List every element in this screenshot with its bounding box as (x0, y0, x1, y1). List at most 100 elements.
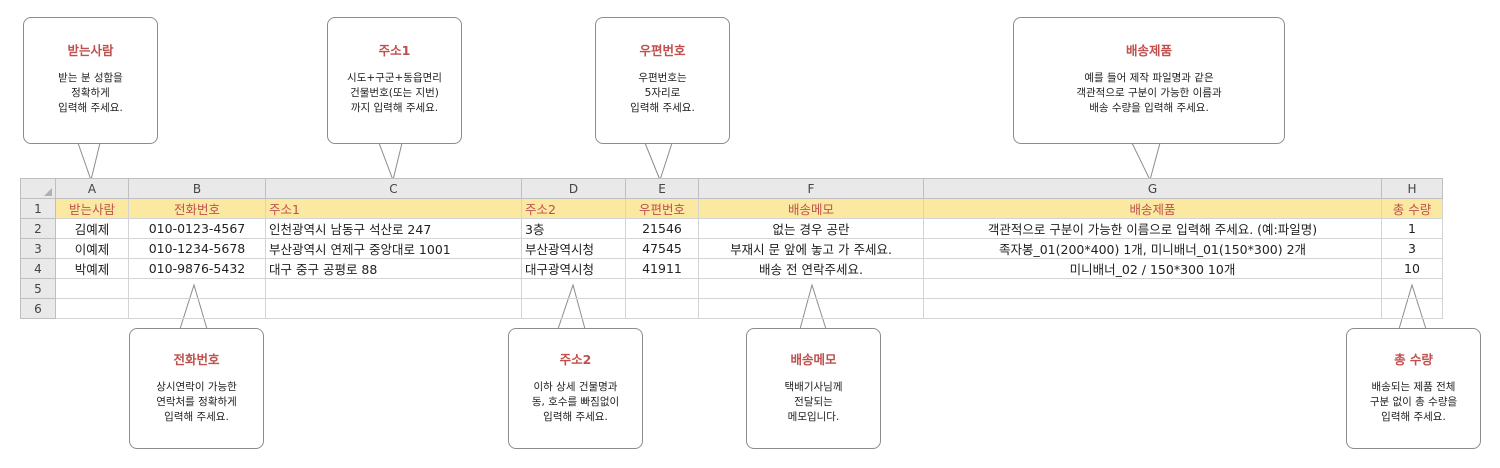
cell[interactable]: 박예제 (55, 258, 129, 279)
cell[interactable] (625, 298, 699, 319)
row-header[interactable]: 4 (20, 258, 56, 279)
callout-title: 주소1 (378, 43, 411, 58)
cell[interactable]: 김예제 (55, 218, 129, 239)
row-header[interactable]: 2 (20, 218, 56, 239)
cell[interactable] (698, 298, 924, 319)
cell[interactable] (625, 278, 699, 299)
cell[interactable]: 없는 경우 공란 (698, 218, 924, 239)
cell[interactable]: 부산광역시 연제구 중앙대로 1001 (265, 238, 522, 259)
cell-header-memo[interactable]: 배송메모 (698, 198, 924, 219)
callout-address1: 주소1 시도+구군+동읍면리 건물번호(또는 지번) 까지 입력해 주세요. (327, 17, 462, 144)
cell[interactable]: 41911 (625, 258, 699, 279)
column-header-c[interactable]: C (265, 178, 522, 199)
cell[interactable]: 대구광역시청 (521, 258, 626, 279)
callout-line: 입력해 주세요. (1381, 411, 1446, 423)
table-row: 5 (20, 278, 1443, 299)
column-header-d[interactable]: D (521, 178, 626, 199)
table-row: 3 이예제 010-1234-5678 부산광역시 연제구 중앙대로 1001 … (20, 238, 1443, 259)
cell-header-product[interactable]: 배송제품 (923, 198, 1382, 219)
callout-line: 받는 분 성함을 (58, 72, 123, 84)
cell[interactable] (265, 278, 522, 299)
column-header-h[interactable]: H (1381, 178, 1443, 199)
pointer-address1 (378, 142, 403, 182)
select-all-corner[interactable] (20, 178, 56, 199)
cell[interactable]: 3 (1381, 238, 1443, 259)
cell[interactable] (1381, 298, 1443, 319)
callout-line: 입력해 주세요. (164, 411, 229, 423)
cell[interactable]: 미니배너_02 / 150*300 10개 (923, 258, 1382, 279)
callout-title: 배송메모 (790, 352, 837, 367)
cell[interactable]: 족자봉_01(200*400) 1개, 미니배너_01(150*300) 2개 (923, 238, 1382, 259)
cell[interactable] (698, 278, 924, 299)
cell[interactable]: 부산광역시청 (521, 238, 626, 259)
cell-header-quantity[interactable]: 총 수량 (1381, 198, 1443, 219)
cell[interactable]: 객관적으로 구분이 가능한 이름으로 입력해 주세요. (예:파일명) (923, 218, 1382, 239)
cell[interactable]: 010-0123-4567 (128, 218, 266, 239)
column-header-row: A B C D E F G H (20, 178, 1443, 199)
table-row: 6 (20, 298, 1443, 319)
callout-line: 동, 호수를 빠짐없이 (531, 396, 620, 408)
callout-body: 배송되는 제품 전체 구분 없이 총 수량을 입력해 주세요. (1351, 380, 1476, 425)
column-header-e[interactable]: E (625, 178, 699, 199)
callout-line: 정확하게 (71, 87, 110, 99)
cell[interactable]: 010-9876-5432 (128, 258, 266, 279)
cell[interactable]: 배송 전 연락주세요. (698, 258, 924, 279)
column-header-b[interactable]: B (128, 178, 266, 199)
cell-header-postcode[interactable]: 우편번호 (625, 198, 699, 219)
cell-header-address1[interactable]: 주소1 (265, 198, 522, 219)
row-header[interactable]: 5 (20, 278, 56, 299)
cell[interactable]: 1 (1381, 218, 1443, 239)
callout-address2: 주소2 이하 상세 건물명과 동, 호수를 빠짐없이 입력해 주세요. (508, 328, 643, 449)
cell[interactable] (521, 278, 626, 299)
cell[interactable] (521, 298, 626, 319)
callout-phone: 전화번호 상시연락이 가능한 연락처를 정확하게 입력해 주세요. (129, 328, 264, 449)
cell-header-address2[interactable]: 주소2 (521, 198, 626, 219)
table-row: 1 받는사람 전화번호 주소1 주소2 우편번호 배송메모 배송제품 총 수량 (20, 198, 1443, 219)
cell[interactable]: 21546 (625, 218, 699, 239)
cell[interactable] (923, 278, 1382, 299)
spreadsheet: A B C D E F G H 1 받는사람 전화번호 주소1 주소2 우편번호… (20, 178, 1443, 319)
cell-header-phone[interactable]: 전화번호 (128, 198, 266, 219)
cell-header-recipient[interactable]: 받는사람 (55, 198, 129, 219)
cell[interactable] (923, 298, 1382, 319)
cell[interactable] (128, 278, 266, 299)
callout-body: 예를 들어 제작 파일명과 같은 객관적으로 구분이 가능한 이름과 배송 수량… (1018, 71, 1280, 116)
cell[interactable]: 인천광역시 남동구 석산로 247 (265, 218, 522, 239)
column-header-a[interactable]: A (55, 178, 129, 199)
callout-title: 우편번호 (639, 43, 686, 58)
callout-line: 입력해 주세요. (630, 102, 695, 114)
table-row: 2 김예제 010-0123-4567 인천광역시 남동구 석산로 247 3층… (20, 218, 1443, 239)
column-header-f[interactable]: F (698, 178, 924, 199)
cell[interactable]: 10 (1381, 258, 1443, 279)
callout-line: 전달되는 (794, 396, 833, 408)
cell[interactable] (1381, 278, 1443, 299)
cell[interactable] (55, 298, 129, 319)
callout-line: 입력해 주세요. (543, 411, 608, 423)
cell[interactable]: 010-1234-5678 (128, 238, 266, 259)
cell[interactable]: 이예제 (55, 238, 129, 259)
row-header[interactable]: 1 (20, 198, 56, 219)
callout-line: 연락처를 정확하게 (156, 396, 237, 408)
pointer-postcode (644, 142, 673, 182)
row-header[interactable]: 3 (20, 238, 56, 259)
callout-line: 입력해 주세요. (58, 102, 123, 114)
cell[interactable]: 대구 중구 공평로 88 (265, 258, 522, 279)
callout-line: 상시연락이 가능한 (156, 381, 237, 393)
callout-quantity: 총 수량 배송되는 제품 전체 구분 없이 총 수량을 입력해 주세요. (1346, 328, 1481, 449)
callout-line: 까지 입력해 주세요. (350, 102, 439, 114)
cell[interactable] (265, 298, 522, 319)
callout-title: 전화번호 (173, 352, 220, 367)
row-header[interactable]: 6 (20, 298, 56, 319)
callout-body: 시도+구군+동읍면리 건물번호(또는 지번) 까지 입력해 주세요. (332, 71, 457, 116)
cell[interactable] (55, 278, 129, 299)
cell[interactable]: 부재시 문 앞에 놓고 가 주세요. (698, 238, 924, 259)
cell[interactable]: 47545 (625, 238, 699, 259)
callout-title: 받는사람 (67, 43, 114, 58)
callout-body: 상시연락이 가능한 연락처를 정확하게 입력해 주세요. (134, 380, 259, 425)
callout-line: 객관적으로 구분이 가능한 이름과 (1076, 87, 1222, 99)
callout-line: 건물번호(또는 지번) (350, 87, 439, 99)
column-header-g[interactable]: G (923, 178, 1382, 199)
callout-body: 이하 상세 건물명과 동, 호수를 빠짐없이 입력해 주세요. (513, 380, 638, 425)
cell[interactable] (128, 298, 266, 319)
cell[interactable]: 3층 (521, 218, 626, 239)
